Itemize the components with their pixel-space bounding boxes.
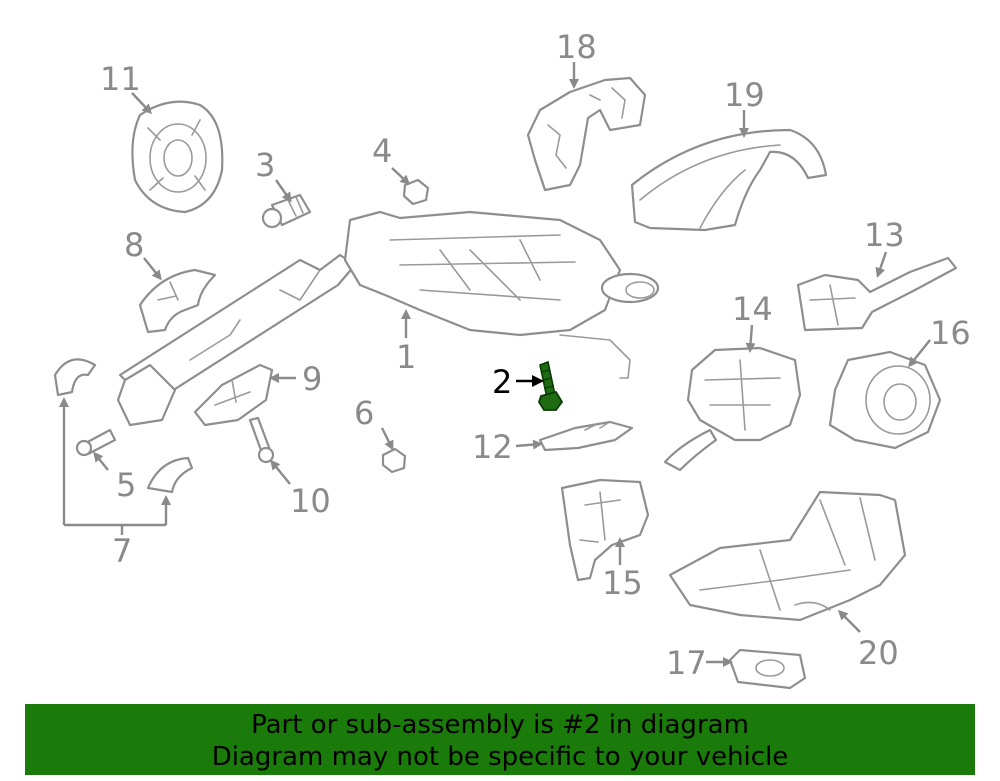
part-10-shape: [248, 416, 275, 464]
part-19-shape: [630, 128, 828, 232]
callout-3: 3: [255, 146, 275, 184]
callout-12: 12: [472, 428, 513, 466]
part-14-shape: [663, 346, 802, 472]
info-banner: Part or sub-assembly is #2 in diagram Di…: [25, 704, 975, 775]
part-11-shape: [131, 100, 224, 214]
part-7-left-shape: [53, 358, 97, 397]
callout-8: 8: [124, 226, 144, 264]
callout-18: 18: [556, 28, 597, 66]
part-4-shape: [402, 178, 430, 206]
callout-14: 14: [732, 290, 773, 328]
part-13-shape: [796, 256, 958, 332]
part-7-right-shape: [146, 456, 194, 494]
callout-5: 5: [116, 466, 136, 504]
callout-7: 7: [112, 532, 132, 570]
part-2-shape: [538, 360, 564, 411]
leader-lines: [59, 62, 931, 667]
part-6-shape: [381, 447, 407, 474]
part-1-shape: [116, 210, 660, 427]
callout-6: 6: [354, 394, 374, 432]
part-20-shape: [668, 490, 907, 622]
callout-1: 1: [396, 338, 416, 376]
callout-20: 20: [858, 634, 899, 672]
part-17-shape: [728, 648, 807, 690]
part-18-shape: [526, 76, 647, 192]
callout-13: 13: [864, 216, 905, 254]
callout-9: 9: [302, 360, 322, 398]
parts-diagram: 11 3 4 18 19 8 1 9 5 7 6 10 2 12 13 14 1…: [53, 28, 971, 690]
callout-15: 15: [602, 564, 643, 602]
callout-11: 11: [100, 60, 141, 98]
callout-4: 4: [372, 132, 392, 170]
callout-2-highlighted: 2: [492, 363, 512, 401]
callout-10: 10: [290, 482, 331, 520]
part-8-shape: [138, 268, 217, 334]
callout-16: 16: [930, 314, 971, 352]
banner-line-2: Diagram may not be specific to your vehi…: [211, 742, 789, 772]
part-9-shape: [193, 363, 274, 427]
callout-19: 19: [724, 76, 765, 114]
callout-17: 17: [666, 644, 707, 682]
part-3-shape: [261, 193, 312, 229]
part-15-shape: [560, 478, 650, 582]
part-12-shape: [538, 420, 634, 452]
part-5-shape: [75, 428, 117, 457]
banner-line-1: Part or sub-assembly is #2 in diagram: [251, 710, 749, 740]
part-16-shape: [828, 350, 942, 450]
